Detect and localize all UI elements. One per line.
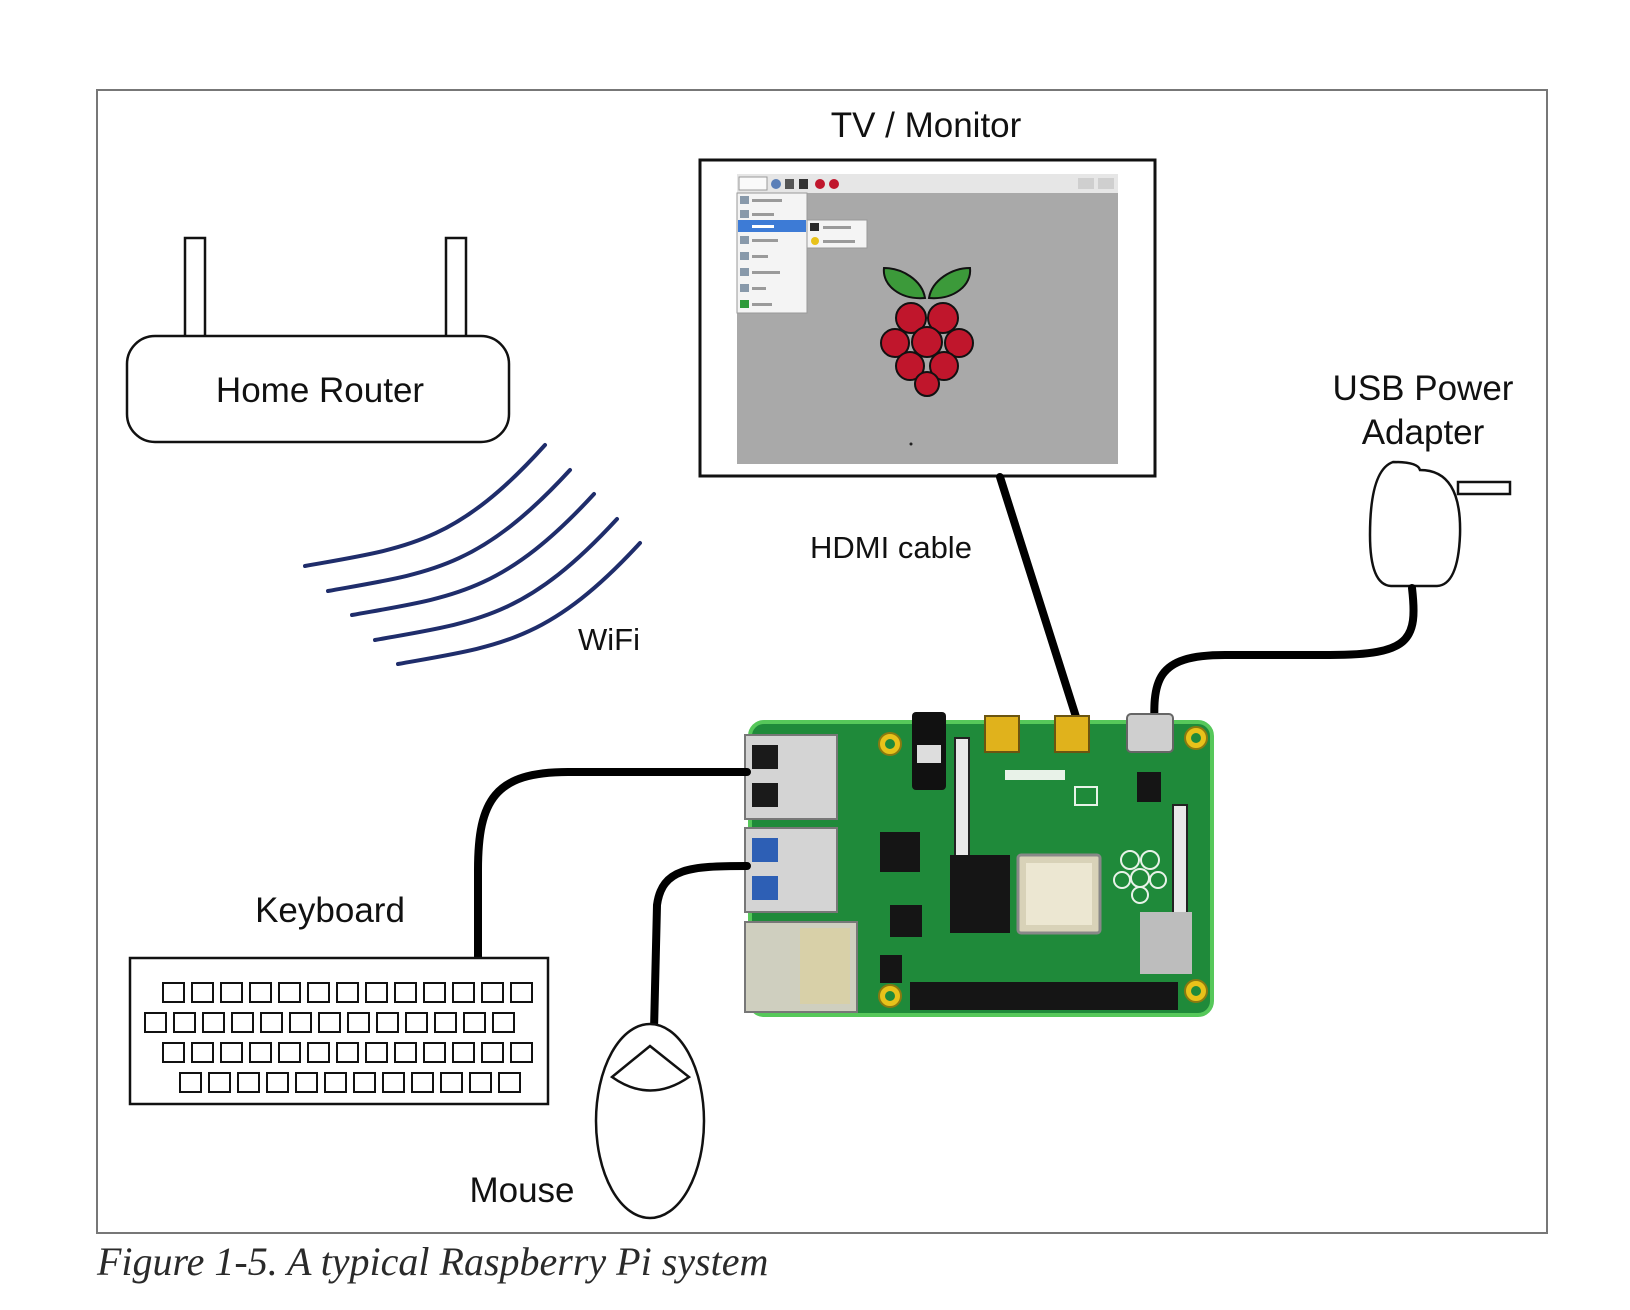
keyboard-key: [191, 1042, 214, 1063]
keyboard-key: [237, 1072, 260, 1093]
keyboard-key: [452, 982, 475, 1003]
keyboard-key: [220, 1042, 243, 1063]
usb-c-power-port: [1126, 713, 1174, 753]
keyboard-cable: [474, 768, 751, 961]
wifi-waves-icon: [303, 443, 642, 666]
keyboard-key: [191, 982, 214, 1003]
gpio-header: [910, 982, 1178, 1010]
keyboard-key: [307, 982, 330, 1003]
keyboard-key: [278, 982, 301, 1003]
keyboard-key: [173, 1012, 196, 1033]
keyboard-key: [208, 1072, 231, 1093]
raspberry-pi-board: [744, 712, 1214, 1017]
keyboard-key: [307, 1042, 330, 1063]
keyboard-key: [260, 1012, 283, 1033]
power-adapter-icon: [1368, 460, 1512, 588]
mouse-icon: [594, 1022, 706, 1220]
keyboard-key: [481, 1042, 504, 1063]
keyboard-key: [347, 1012, 370, 1033]
home-router-label: Home Router: [216, 371, 424, 410]
keyboard-key: [382, 1072, 405, 1093]
keyboard-key: [365, 1042, 388, 1063]
keyboard-key: [492, 1012, 515, 1033]
figure-caption: Figure 1-5. A typical Raspberry Pi syste…: [97, 1239, 769, 1284]
tv-monitor-label: TV / Monitor: [831, 106, 1022, 145]
keyboard-key: [278, 1042, 301, 1063]
keyboard-key: [249, 982, 272, 1003]
keyboard-key: [353, 1072, 376, 1093]
keyboard-key: [394, 982, 417, 1003]
keyboard-key: [266, 1072, 289, 1093]
keyboard-key: [440, 1072, 463, 1093]
keyboard-key: [336, 982, 359, 1003]
monitor-icon: [698, 158, 1157, 478]
keyboard-key: [452, 1042, 475, 1063]
micro-hdmi-port-1: [1054, 715, 1090, 753]
keyboard-key: [162, 1042, 185, 1063]
keyboard-key: [423, 982, 446, 1003]
keyboard-label: Keyboard: [255, 891, 405, 930]
keyboard-key: [434, 1012, 457, 1033]
keyboard-icon: [128, 956, 550, 1106]
keyboard-key: [481, 982, 504, 1003]
hdmi-cable: [996, 473, 1081, 724]
hdmi-cable-label: HDMI cable: [810, 530, 972, 565]
keyboard-key: [394, 1042, 417, 1063]
mouse-cable: [650, 862, 751, 1034]
keyboard-key: [249, 1042, 272, 1063]
keyboard-key: [365, 982, 388, 1003]
keyboard-key: [376, 1012, 399, 1033]
micro-hdmi-port-0: [984, 715, 1020, 753]
keyboard-key: [423, 1042, 446, 1063]
keyboard-key: [318, 1012, 341, 1033]
keyboard-key: [469, 1072, 492, 1093]
keyboard-key: [179, 1072, 202, 1093]
usb-power-label-line1: USB Power: [1333, 369, 1514, 408]
keyboard-key: [411, 1072, 434, 1093]
router-icon: [125, 236, 511, 444]
keyboard-key: [463, 1012, 486, 1033]
keyboard-key: [510, 982, 533, 1003]
keyboard-key: [405, 1012, 428, 1033]
usb-power-label-line2: Adapter: [1362, 413, 1485, 452]
raspberry-logo-icon: [880, 266, 974, 397]
power-cable: [1150, 584, 1418, 739]
keyboard-key: [144, 1012, 167, 1033]
keyboard-key: [498, 1072, 521, 1093]
mouse-label: Mouse: [469, 1171, 574, 1210]
keyboard-key: [336, 1042, 359, 1063]
diagram-frame: [96, 89, 1548, 1234]
wifi-label: WiFi: [578, 622, 640, 657]
keyboard-key: [231, 1012, 254, 1033]
keyboard-key: [220, 982, 243, 1003]
keyboard-key: [289, 1012, 312, 1033]
keyboard-key: [295, 1072, 318, 1093]
keyboard-key: [324, 1072, 347, 1093]
keyboard-key: [202, 1012, 225, 1033]
keyboard-key: [162, 982, 185, 1003]
keyboard-key: [510, 1042, 533, 1063]
